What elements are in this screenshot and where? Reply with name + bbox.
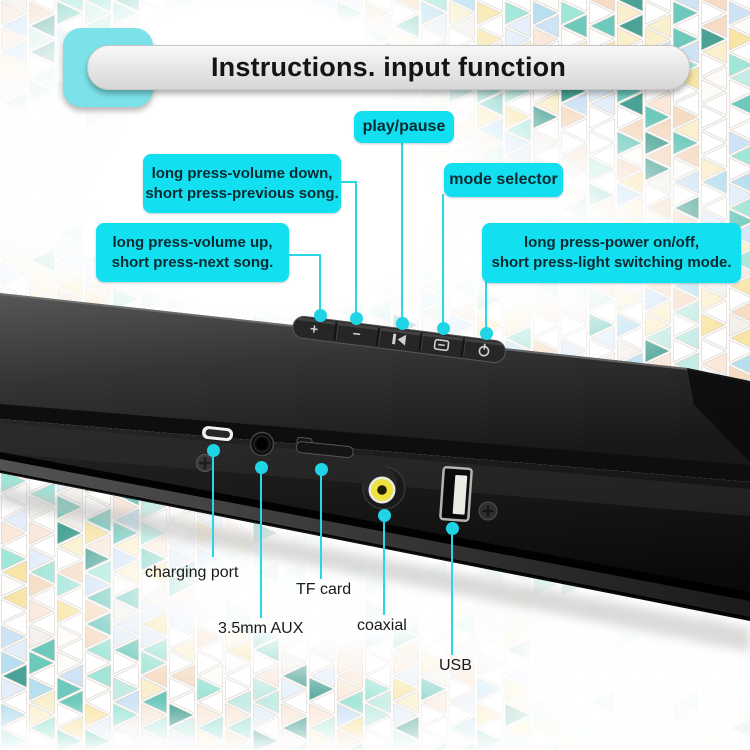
aux-port <box>249 431 275 457</box>
leader-dot-tf <box>314 462 328 476</box>
title-banner: Instructions. input function <box>87 45 690 90</box>
leader-dot-power <box>479 326 493 340</box>
leader-line-mode <box>442 194 444 329</box>
leader-line-aux <box>260 467 262 618</box>
screw-icon <box>478 501 498 521</box>
leader-dot-mode <box>436 321 450 335</box>
usb-port <box>439 466 473 522</box>
leader-dot-plus <box>313 308 327 322</box>
leader-line-volume-up <box>288 254 321 256</box>
port-label-aux: 3.5mm AUX <box>218 620 304 637</box>
callout-power: long press-power on/off, short press-lig… <box>482 223 741 283</box>
leader-dot-aux <box>254 460 268 474</box>
leader-dot-charging <box>206 443 220 457</box>
port-label-usb: USB <box>439 657 472 674</box>
leader-dot-minus <box>349 311 363 325</box>
leader-line-play-pause <box>401 142 403 324</box>
callout-volume-up: long press-volume up, short press-next s… <box>96 223 289 282</box>
callout-play-pause: play/pause <box>354 111 454 143</box>
coaxial-port <box>362 466 406 510</box>
callout-mode-selector: mode selector <box>444 163 563 197</box>
leader-line-tf <box>320 469 322 579</box>
screw-icon <box>196 454 214 472</box>
port-label-charging: charging port <box>145 564 239 581</box>
port-label-coaxial: coaxial <box>357 617 407 634</box>
leader-line-volume-up <box>319 254 321 315</box>
callout-volume-down: long press-volume down, short press-prev… <box>143 154 341 213</box>
leader-line-charging <box>212 450 214 557</box>
leader-dot-coaxial <box>377 508 391 522</box>
page-title: Instructions. input function <box>210 52 567 82</box>
leader-line-volume-down <box>355 181 357 318</box>
port-label-tf-card: TF card <box>296 581 352 598</box>
leader-dot-play-pause <box>395 316 409 330</box>
leader-dot-usb <box>445 521 459 535</box>
leader-line-usb <box>451 528 453 655</box>
leader-line-coaxial <box>383 515 385 615</box>
